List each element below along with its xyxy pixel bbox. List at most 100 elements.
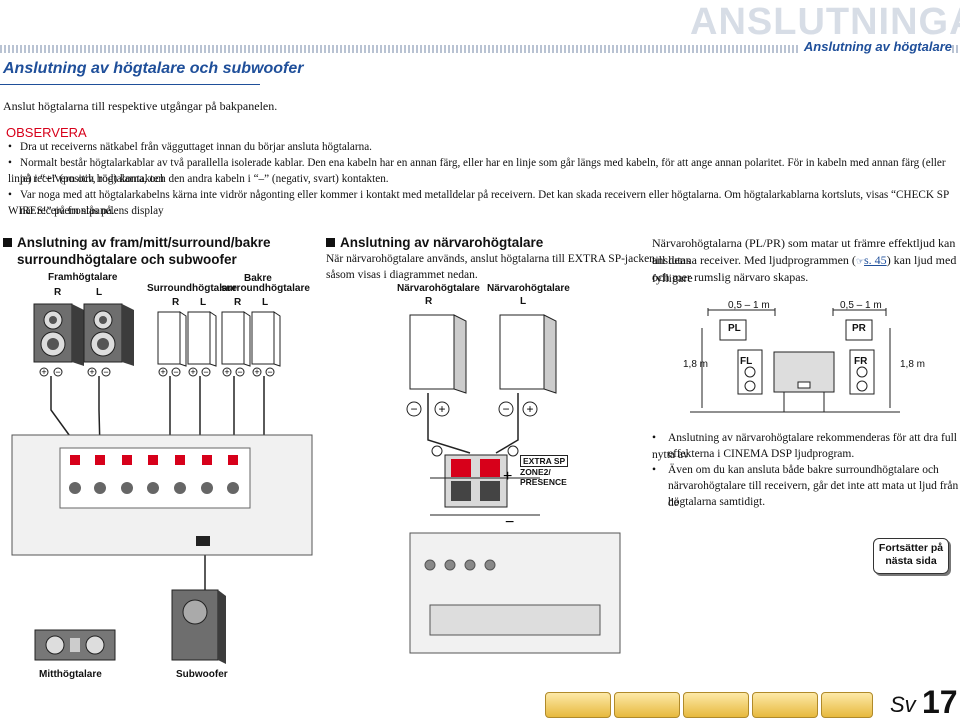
chapter-title: ANSLUTNINGAR	[690, 1, 960, 43]
label-surround: Surroundhögtalare	[147, 283, 238, 294]
height-right: 1,8 m	[900, 359, 926, 370]
svg-text:−: −	[203, 367, 208, 377]
presence-wires	[427, 393, 519, 454]
presence-placement-diagram	[690, 308, 900, 413]
center-speaker	[34, 629, 116, 661]
note-item: •Var noga med att högtalarkabelns kärna …	[8, 189, 949, 217]
nav-contents-button[interactable]	[545, 692, 611, 718]
label-extra-sp: EXTRA SP	[520, 455, 569, 467]
bullet-item: •Anslutning av närvarohögtalare rekommen…	[652, 432, 957, 461]
height-left: 1,8 m	[683, 359, 709, 370]
label-front: Framhögtalare	[48, 272, 118, 283]
right-para-2: till denna receiver. Med ljudprogrammen …	[652, 253, 957, 285]
label-presence-l-ch: L	[520, 296, 527, 307]
bullet-item-cont: högtalarna samtidigt.	[668, 496, 766, 508]
label-fl: FL	[740, 356, 753, 367]
chapter-subtitle: Anslutning av högtalare	[797, 39, 952, 54]
subwoofer	[171, 589, 226, 664]
label-fr: FR	[854, 356, 868, 367]
label-back: Bakre	[244, 273, 272, 284]
surround-speakers	[157, 311, 281, 367]
front-speaker-l	[83, 303, 134, 366]
presence-speaker-r	[409, 314, 467, 394]
page-number: 17	[922, 684, 958, 720]
svg-text:−: −	[173, 367, 178, 377]
square-bullet-icon	[326, 238, 335, 247]
distance-right: 0,5 – 1 m	[840, 300, 882, 311]
label-center: Mitthögtalare	[39, 669, 102, 680]
speaker-wiring-diagram: + − + − + − + − + − + −	[11, 303, 313, 664]
svg-text:+: +	[224, 367, 229, 377]
mid-para: När närvarohögtalare används, anslut hög…	[326, 253, 655, 265]
nav-jump-button[interactable]	[821, 692, 873, 718]
front-speakers-diagram	[737, 349, 875, 395]
note-item-cont: när receivern slås på.	[20, 205, 115, 217]
terminal-icons: + − + − + − + − + − + −	[39, 367, 275, 377]
label-sub: Subwoofer	[176, 669, 228, 680]
right-para-3: och mer rumslig närvaro skapas.	[652, 270, 809, 284]
nav-back-button[interactable]	[614, 692, 680, 718]
label-front-r: R	[54, 287, 62, 298]
svg-text:+: +	[190, 367, 195, 377]
note-item-cont: på receivern och högtalarna, och den and…	[20, 173, 389, 185]
page-language: Sv	[890, 692, 916, 717]
right-para: Närvarohögtalarna (PL/PR) som matar ut f…	[652, 236, 956, 267]
header-rule	[0, 45, 960, 53]
section-underline	[0, 84, 260, 85]
label-surround-r: R	[172, 297, 180, 308]
nav-index-button[interactable]	[752, 692, 818, 718]
svg-text:+: +	[438, 402, 445, 416]
mid-heading: Anslutning av närvarohögtalare	[326, 234, 543, 251]
receiver-front-diagram	[409, 532, 621, 654]
distance-left: 0,5 – 1 m	[728, 300, 770, 311]
note-title: OBSERVERA	[6, 125, 87, 140]
label-surround-l: L	[200, 297, 207, 308]
svg-text:+: +	[89, 367, 94, 377]
bullet-item-cont: närvarohögtalare till receivern, går det…	[668, 480, 959, 509]
square-bullet-icon	[3, 238, 12, 247]
mid-para-cont: såsom visas i diagrammet nedan.	[326, 269, 478, 281]
note-item: •Dra ut receiverns nätkabel från väggutt…	[8, 141, 372, 153]
polarity-icons: − + − +	[406, 401, 538, 417]
label-pr: PR	[852, 323, 866, 334]
front-speaker-r	[33, 303, 84, 366]
extra-sp-terminal	[430, 445, 540, 516]
label-back-surround: surroundhögtalare	[221, 283, 310, 294]
bullet-item-cont: effekterna i CINEMA DSP ljudprogram.	[668, 448, 855, 460]
label-zone: ZONE2/	[520, 467, 551, 477]
svg-text:−: −	[410, 402, 417, 416]
svg-text:−: −	[267, 367, 272, 377]
nav-forward-button[interactable]	[683, 692, 749, 718]
svg-text:−: −	[505, 514, 514, 531]
label-presence-r: Närvarohögtalare	[397, 283, 480, 294]
tv-diagram	[773, 351, 835, 413]
label-presence: PRESENCE	[520, 477, 567, 487]
svg-text:−: −	[103, 367, 108, 377]
receiver-back-panel	[11, 434, 313, 556]
svg-text:+: +	[254, 367, 259, 377]
label-presence-l: Närvarohögtalare	[487, 283, 570, 294]
svg-text:+: +	[160, 367, 165, 377]
presence-speakers-front	[719, 319, 873, 341]
section-intro: Anslut högtalarna till respektive utgång…	[3, 99, 278, 113]
label-front-l: L	[96, 287, 103, 298]
svg-text:+: +	[503, 468, 512, 485]
svg-text:−: −	[502, 402, 509, 416]
bullet-item: •Även om du kan ansluta både bakre surro…	[652, 464, 939, 476]
label-pl: PL	[728, 323, 741, 334]
label-back-l: L	[262, 297, 269, 308]
svg-text:−: −	[237, 367, 242, 377]
page-ref-icon: ☞	[855, 256, 865, 266]
presence-wiring-diagram: − + − + + −	[406, 314, 621, 654]
left-heading: Anslutning av fram/mitt/surround/bakre	[3, 234, 271, 251]
label-presence-r-ch: R	[425, 296, 433, 307]
svg-text:+: +	[526, 402, 533, 416]
page-ref-link[interactable]: s. 45	[864, 253, 887, 267]
label-back-r: R	[234, 297, 242, 308]
left-heading-cont: surroundhögtalare och subwoofer	[17, 252, 237, 267]
presence-speaker-l	[499, 314, 557, 394]
svg-text:−: −	[55, 367, 60, 377]
note-item: •Normalt består högtalarkablar av två pa…	[8, 157, 946, 185]
svg-text:+: +	[41, 367, 46, 377]
